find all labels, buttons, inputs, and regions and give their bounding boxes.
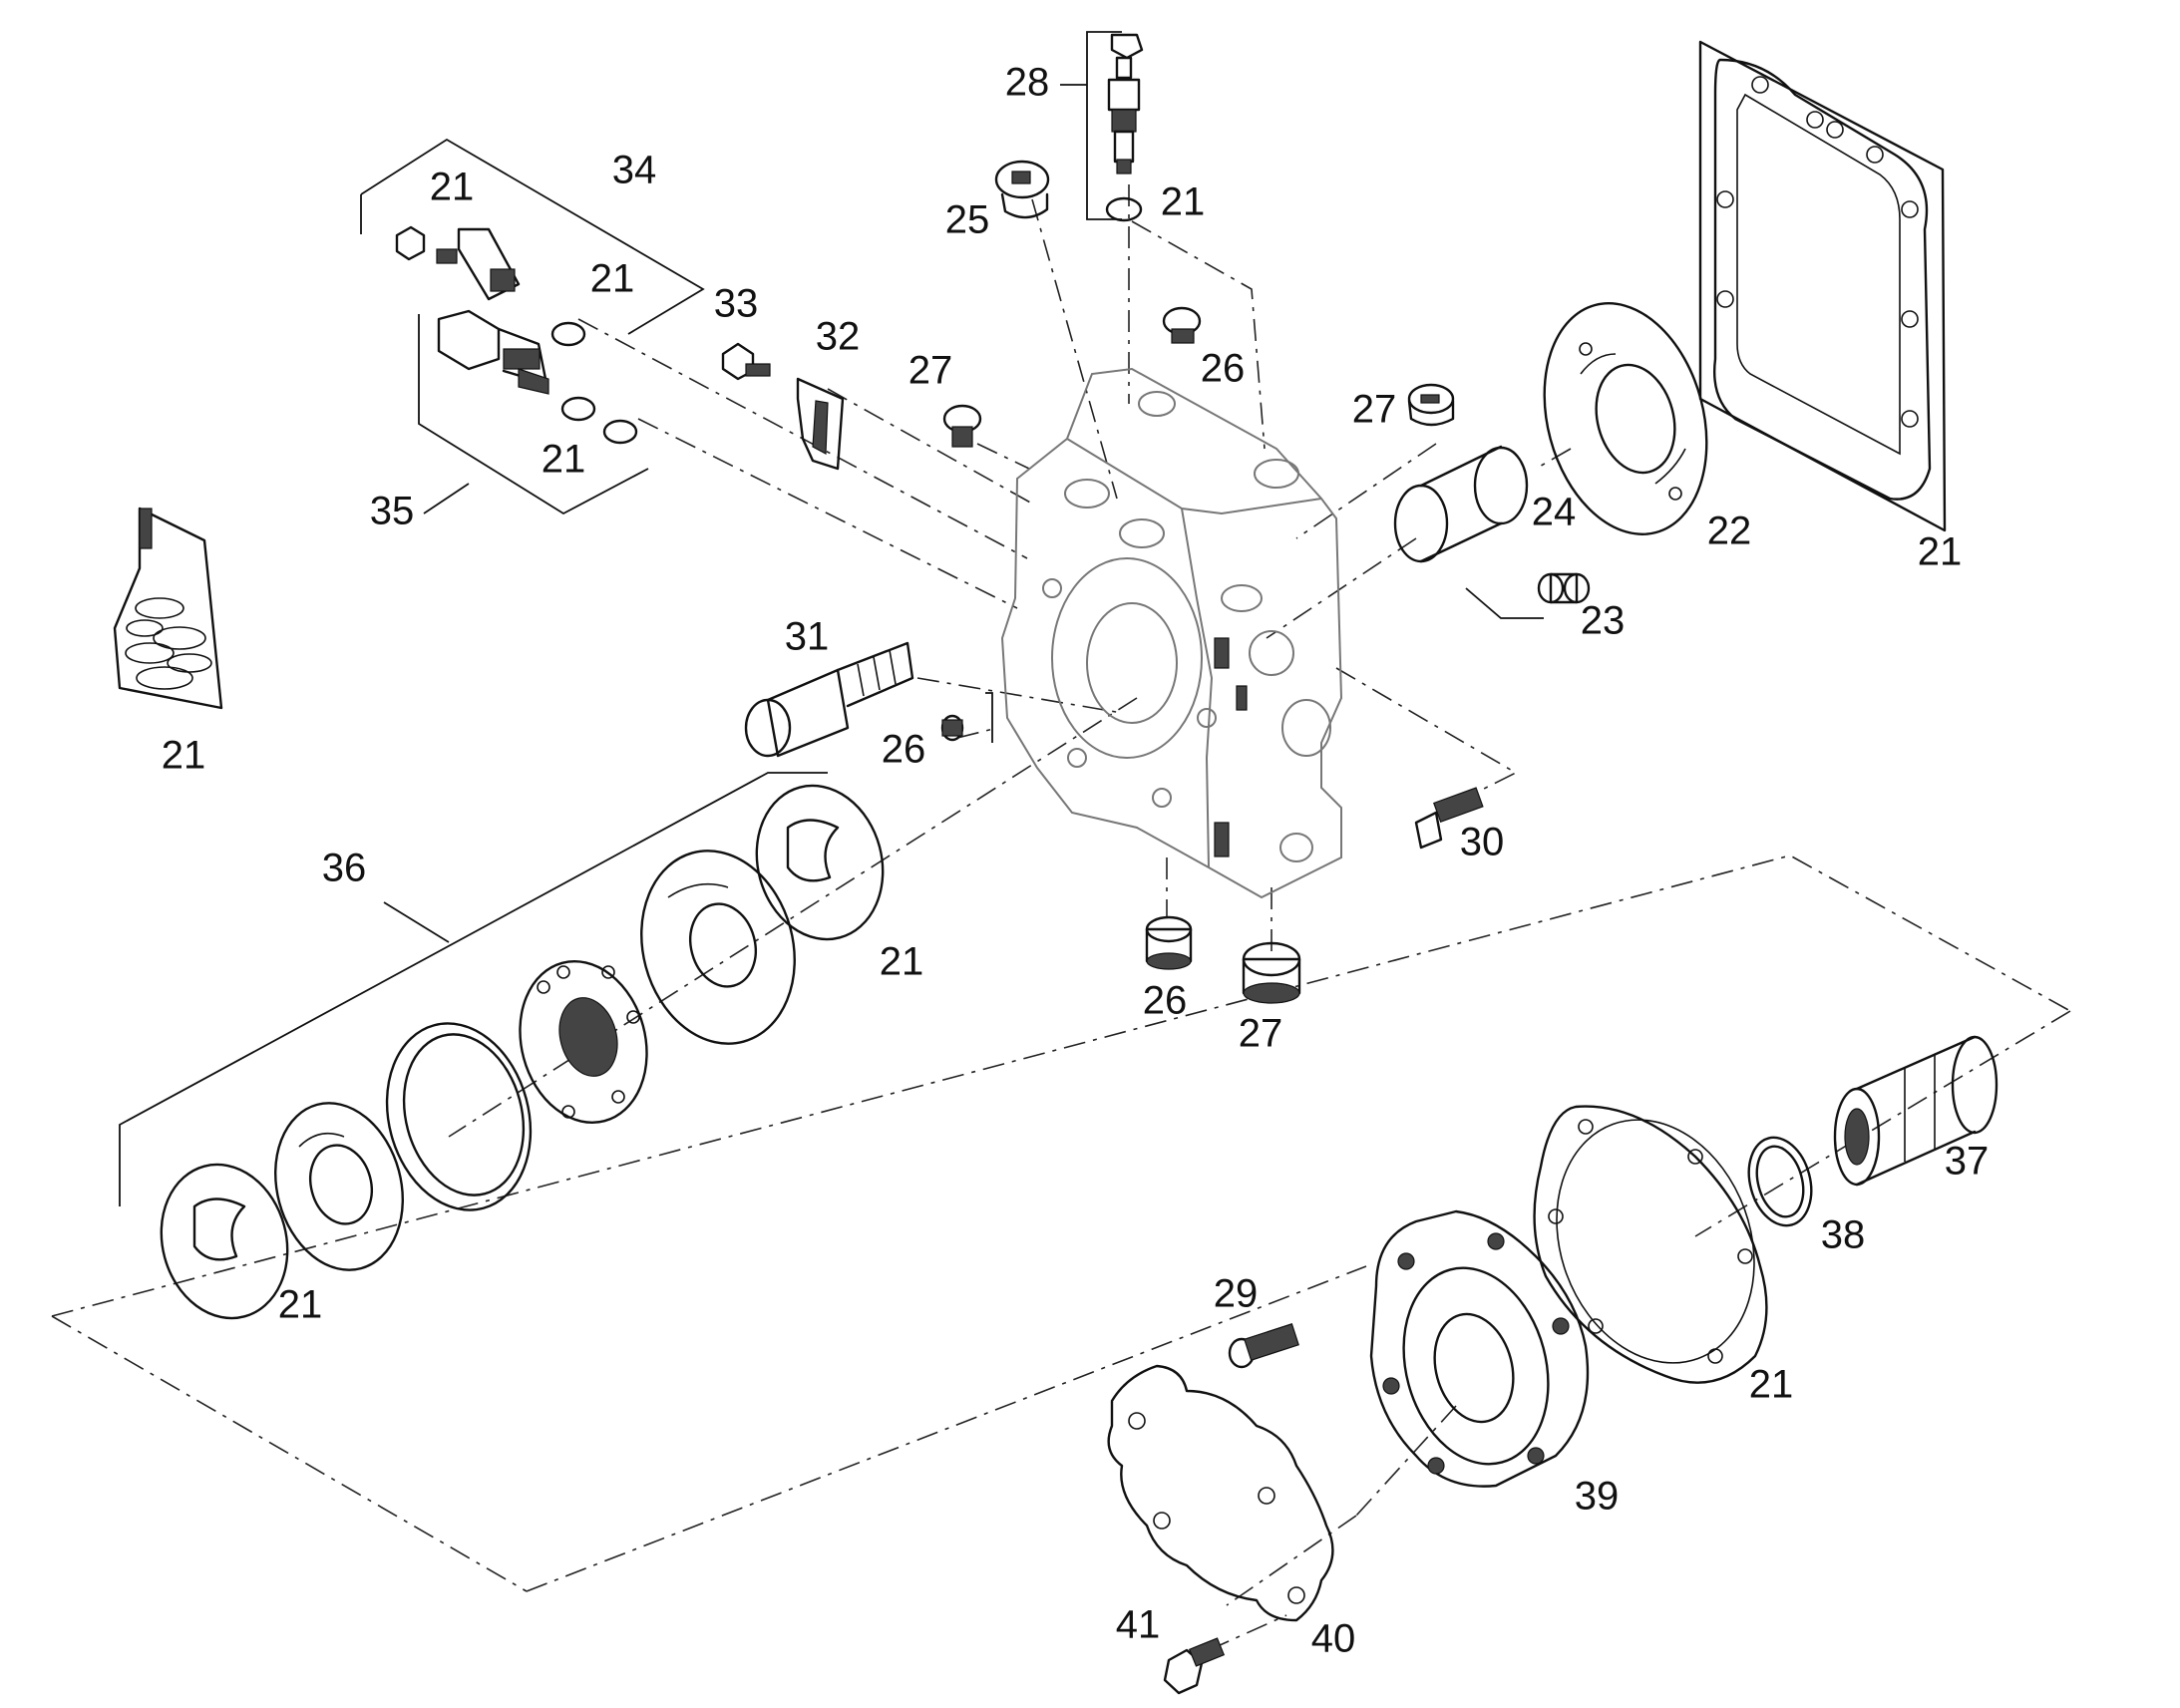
callout-label-39: 39 <box>1575 1475 1620 1519</box>
rotary-group-36 <box>160 784 885 1320</box>
callout-label-22: 22 <box>1707 510 1752 553</box>
callout-label-40: 40 <box>1311 1617 1356 1661</box>
callout-label-35: 35 <box>370 490 415 533</box>
callout-label-21: 21 <box>1749 1363 1794 1407</box>
plug-26-middle <box>940 714 964 742</box>
callout-label-36: 36 <box>322 847 367 890</box>
plug-26-bottom <box>1145 915 1193 970</box>
callout-labels: 28 21 25 34 21 21 33 32 27 26 27 21 35 24 22 21 23 31 21 26… <box>162 61 1990 1661</box>
gasket-top-right <box>1698 40 1947 532</box>
callout-label-21: 21 <box>1918 530 1963 574</box>
plug-23 <box>1537 572 1591 604</box>
callout-label-27: 27 <box>908 349 953 393</box>
callout-label-26: 26 <box>1201 347 1246 391</box>
gasket-lower-right <box>1533 1105 1768 1384</box>
callout-label-34: 34 <box>612 149 657 192</box>
callout-label-28: 28 <box>1005 61 1050 105</box>
callout-label-21: 21 <box>590 257 635 301</box>
callout-label-21: 21 <box>880 940 924 984</box>
callout-label-21: 21 <box>430 166 475 209</box>
callout-label-24: 24 <box>1532 491 1577 534</box>
seal-kit-bag <box>113 507 223 710</box>
plug-27-upper-right <box>1407 383 1455 427</box>
plug-26-top <box>1162 306 1202 344</box>
relief-valve-35 <box>437 309 638 445</box>
callout-label-21: 21 <box>162 734 206 778</box>
callout-label-27: 27 <box>1352 388 1397 432</box>
retaining-ring-38 <box>1747 1136 1813 1227</box>
relief-valve-34 <box>395 225 586 347</box>
callout-label-37: 37 <box>1945 1140 1990 1184</box>
motor-housing-39 <box>1369 1209 1590 1488</box>
port-plate-22 <box>1543 302 1708 535</box>
bracket-32 <box>796 377 845 471</box>
callout-label-27: 27 <box>1239 1012 1283 1056</box>
callout-label-29: 29 <box>1214 1272 1259 1316</box>
callout-label-21: 21 <box>1161 180 1206 224</box>
callout-label-21: 21 <box>542 438 586 482</box>
screw-33 <box>721 342 771 381</box>
screw-30 <box>1414 787 1484 850</box>
callout-label-31: 31 <box>785 615 830 659</box>
callout-label-21: 21 <box>278 1283 323 1327</box>
callout-label-38: 38 <box>1821 1213 1866 1257</box>
screw-31 <box>744 641 914 758</box>
callout-label-32: 32 <box>816 315 861 359</box>
callout-label-26: 26 <box>1143 979 1188 1023</box>
plug-27-upper-left <box>942 404 982 448</box>
cartridge-valve-28 <box>1105 33 1144 222</box>
bushing-24 <box>1393 445 1529 563</box>
screw-29 <box>1228 1323 1299 1369</box>
callout-label-25: 25 <box>945 198 990 242</box>
axis-lines <box>51 184 2071 1651</box>
plug-27-bottom <box>1242 941 1301 1004</box>
screw-41 <box>1163 1637 1226 1695</box>
leader-lines <box>119 31 1544 1206</box>
callout-label-23: 23 <box>1581 599 1626 643</box>
valve-housing <box>1000 367 1343 899</box>
callout-label-30: 30 <box>1460 821 1505 864</box>
callout-label-41: 41 <box>1116 1603 1161 1647</box>
callout-label-33: 33 <box>714 282 759 326</box>
plug-25 <box>994 160 1050 219</box>
callout-label-26: 26 <box>882 728 926 772</box>
shaft-37 <box>1833 1035 1998 1187</box>
cover-plate-40 <box>1107 1364 1334 1622</box>
